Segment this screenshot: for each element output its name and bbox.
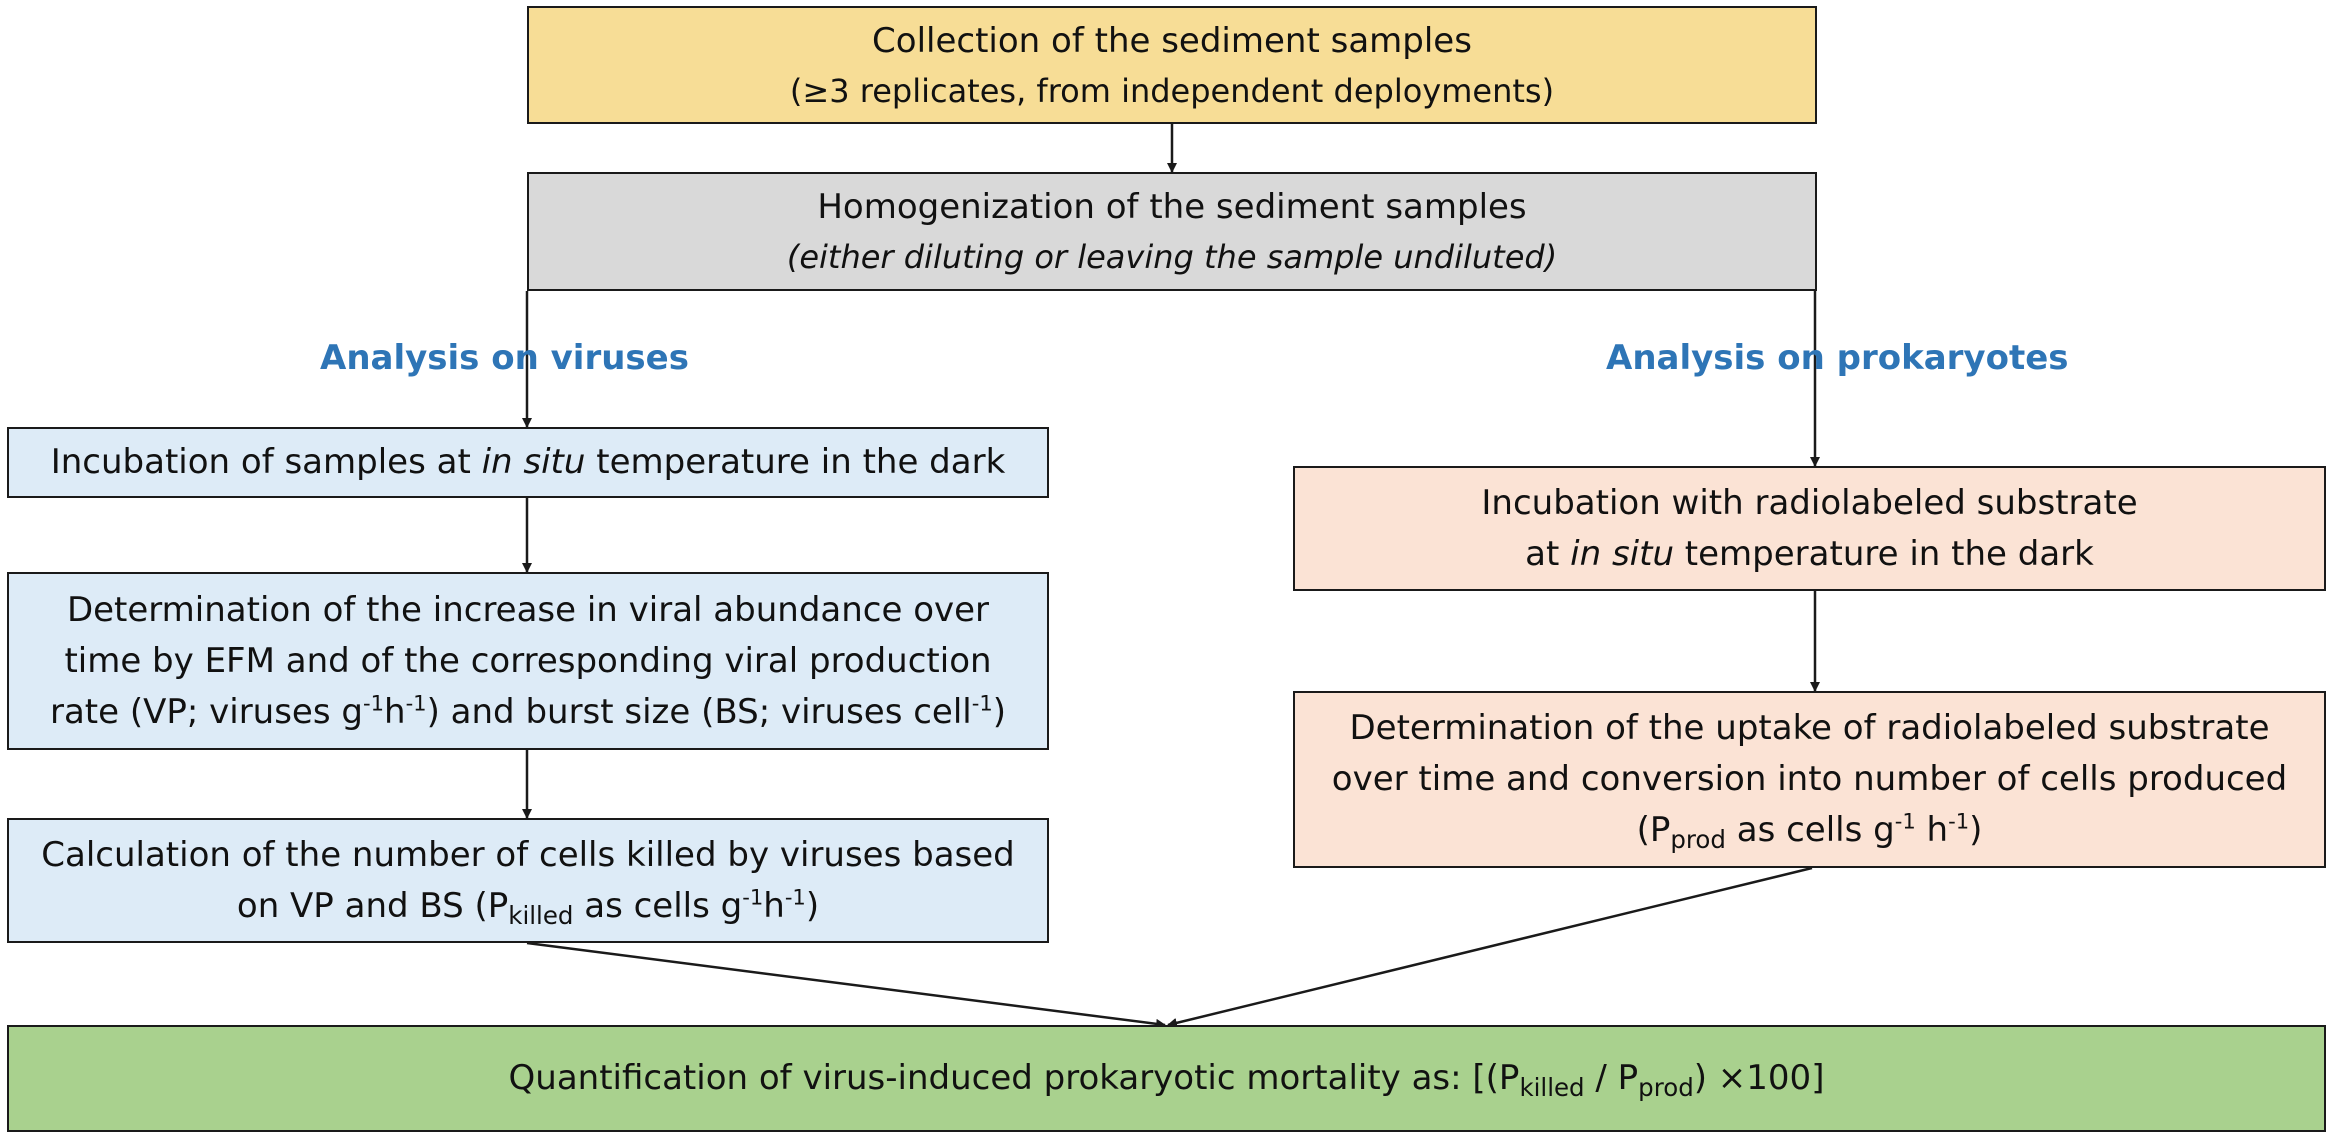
- prokaryote-determination-box: Determination of the uptake of radiolabe…: [1293, 691, 2326, 868]
- virus-calculation-line2: on VP and BS (Pkilled as cells g-1h-1): [236, 883, 820, 930]
- prokaryote-determination-line1: Determination of the uptake of radiolabe…: [1349, 708, 2270, 748]
- virus-calculation-line1: Calculation of the number of cells kille…: [41, 834, 1015, 875]
- arrow-calculation-to-quantification: [526, 941, 1166, 1029]
- prokaryote-determination-line3: (Pprod as cells g-1 h-1): [1636, 808, 1983, 854]
- quantification-text: Quantification of virus-induced prokaryo…: [508, 1058, 1825, 1102]
- prokaryote-incubation-line1: Incubation with radiolabeled substrate: [1481, 482, 2138, 523]
- virus-incubation-text: Incubation of samples at in situ tempera…: [50, 442, 1006, 482]
- virus-determination-line1: Determination of the increase in viral a…: [66, 589, 990, 630]
- collection-title: Collection of the sediment samples: [872, 20, 1472, 61]
- arrow-prokaryote-determination-to-quantification: [1167, 866, 1813, 1028]
- virus-determination-line3: rate (VP; viruses g-1h-1) and burst size…: [49, 689, 1007, 732]
- virus-calculation-box: Calculation of the number of cells kille…: [7, 818, 1049, 943]
- homogenization-title: Homogenization of the sediment samples: [817, 187, 1527, 227]
- prokaryote-determination-line2: over time and conversion into number of …: [1331, 759, 2288, 799]
- prokaryote-incubation-line2: at in situ temperature in the dark: [1525, 533, 2094, 574]
- virus-determination-box: Determination of the increase in viral a…: [7, 572, 1049, 750]
- collection-box: Collection of the sediment samples (≥3 r…: [527, 6, 1817, 124]
- prokaryote-incubation-box: Incubation with radiolabeled substrate a…: [1293, 466, 2326, 591]
- virus-determination-line2: time by EFM and of the corresponding vir…: [64, 640, 992, 681]
- quantification-box: Quantification of virus-induced prokaryo…: [7, 1025, 2326, 1132]
- collection-subtitle: (≥3 replicates, from independent deploym…: [789, 71, 1555, 110]
- label-analysis-viruses: Analysis on viruses: [320, 338, 689, 378]
- homogenization-subtitle: (either diluting or leaving the sample u…: [786, 238, 1558, 276]
- virus-incubation-box: Incubation of samples at in situ tempera…: [7, 427, 1049, 498]
- label-analysis-prokaryotes: Analysis on prokaryotes: [1606, 338, 2069, 378]
- homogenization-box: Homogenization of the sediment samples (…: [527, 172, 1817, 291]
